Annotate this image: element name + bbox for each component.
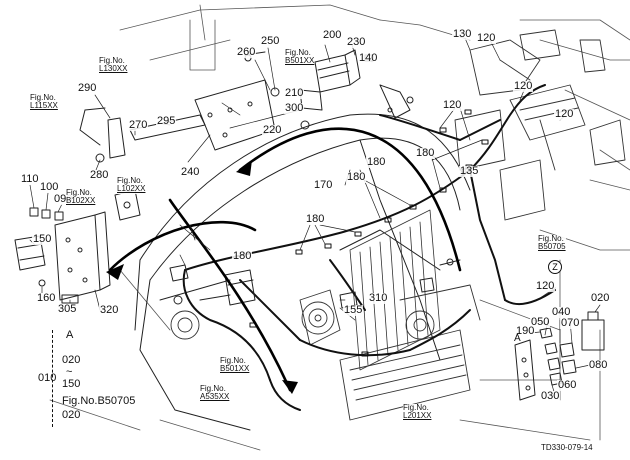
- fig-ref-a535-code: A535XX: [200, 392, 230, 402]
- fig-ref-b50705-code: B50705: [538, 242, 566, 252]
- side-note-main-value: 010: [38, 372, 57, 384]
- fig-ref-b501-bottom-code: B501XX: [220, 364, 250, 374]
- fig-ref-l115-code: L115XX: [30, 101, 58, 111]
- fig-ref-b501-top[interactable]: Fig.No. B501XX: [285, 48, 315, 66]
- hood-shell-drawing: [134, 113, 471, 431]
- fig-ref-b50705[interactable]: Fig.No. B50705: [538, 234, 566, 252]
- fig-ref-l130-head: Fig.No.: [99, 56, 125, 65]
- drawing-code: TD330-079-14: [541, 443, 593, 452]
- fig-ref-l201-head: Fig.No.: [403, 403, 429, 412]
- side-note-bottom-value: 020: [62, 409, 81, 421]
- part-label-300: 300: [284, 102, 305, 114]
- fig-ref-b102-head: Fig.No.: [66, 188, 92, 197]
- right-connectors-drawing: [514, 311, 605, 401]
- fig-ref-b102[interactable]: Fig.No. B102XX: [66, 188, 96, 206]
- left-relay-box-drawing: [14, 189, 141, 304]
- fig-ref-l102-head: Fig.No.: [117, 176, 143, 185]
- side-note-fig-text: Fig.No.B50705: [62, 395, 136, 407]
- dash-components-drawing: [454, 29, 626, 221]
- part-label-140: 140: [358, 52, 379, 64]
- cable-ties-drawing: [249, 109, 489, 357]
- fig-ref-l201[interactable]: Fig.No. L201XX: [403, 403, 432, 421]
- part-label-120-center: 120: [442, 99, 463, 111]
- part-label-295: 295: [156, 115, 177, 127]
- part-label-190: 190: [515, 325, 536, 337]
- part-label-135: 135: [459, 165, 480, 177]
- part-label-120-upper-right: 120: [513, 80, 534, 92]
- fig-ref-l102-code: L102XX: [117, 184, 146, 194]
- part-label-170: 170: [313, 179, 334, 191]
- part-label-020: 020: [590, 292, 611, 304]
- part-label-320: 320: [99, 304, 120, 316]
- part-label-180-left: 180: [232, 250, 253, 262]
- fig-ref-l130[interactable]: Fig.No. L130XX: [99, 56, 128, 74]
- part-label-230: 230: [346, 36, 367, 48]
- fig-ref-l201-code: L201XX: [403, 411, 432, 421]
- tractor-frame-drawing: [49, 4, 630, 451]
- part-label-100: 100: [39, 181, 60, 193]
- part-label-180-center: 180: [305, 213, 326, 225]
- part-label-180-hood: 180: [346, 171, 367, 183]
- arrow-heads: [106, 160, 298, 394]
- part-label-200: 200: [322, 29, 343, 41]
- part-label-120-lower: 120: [535, 280, 556, 292]
- part-label-030: 030: [540, 390, 561, 402]
- part-label-080: 080: [588, 359, 609, 371]
- engine-block-drawing: [170, 284, 481, 421]
- side-note-top-value: 020: [62, 354, 81, 366]
- part-label-290: 290: [77, 82, 98, 94]
- part-label-280: 280: [89, 169, 110, 181]
- fig-ref-l130-code: L130XX: [99, 64, 128, 74]
- part-label-060: 060: [557, 379, 578, 391]
- part-label-040: 040: [551, 306, 572, 318]
- fig-ref-b102-code: B102XX: [66, 196, 96, 206]
- fig-ref-a535-head: Fig.No.: [200, 384, 226, 393]
- part-label-110: 110: [20, 173, 40, 185]
- side-note-range-end: 150: [62, 378, 81, 390]
- part-label-050: 050: [530, 316, 551, 328]
- part-label-090: 090: [53, 193, 74, 205]
- callout-arrows: [108, 127, 462, 392]
- part-label-240: 240: [180, 166, 201, 178]
- part-label-155: 155: [343, 304, 364, 316]
- part-label-120-top: 120: [476, 32, 497, 44]
- fig-ref-l115[interactable]: Fig.No. L115XX: [30, 93, 58, 111]
- side-note-marker: A: [66, 329, 74, 341]
- part-label-250: 250: [260, 35, 281, 47]
- part-label-210: 210: [284, 87, 305, 99]
- fig-ref-b501-top-head: Fig.No.: [285, 48, 311, 57]
- fig-ref-l102[interactable]: Fig.No. L102XX: [117, 176, 146, 194]
- part-label-070: 070: [560, 317, 581, 329]
- part-label-305: 305: [57, 303, 78, 315]
- part-label-180-right: 180: [415, 147, 436, 159]
- part-label-310: 310: [368, 292, 389, 304]
- part-label-260: 260: [236, 46, 257, 58]
- fig-ref-l115-head: Fig.No.: [30, 93, 56, 102]
- view-marker-a: A: [514, 333, 521, 344]
- view-marker-z: Z: [548, 260, 562, 274]
- fig-ref-b501-top-code: B501XX: [285, 56, 315, 66]
- side-note-tilde: ~: [66, 366, 73, 378]
- part-label-180-mid: 180: [366, 156, 387, 168]
- front-lamp-drawing: [169, 264, 256, 306]
- fig-ref-a535[interactable]: Fig.No. A535XX: [200, 384, 230, 402]
- part-label-220: 220: [262, 124, 283, 136]
- part-label-130: 130: [452, 28, 473, 40]
- part-label-150: 150: [32, 233, 53, 245]
- part-label-120-right: 120: [554, 108, 575, 120]
- relay-cluster-drawing: [299, 49, 414, 119]
- fig-ref-b50705-head: Fig.No.: [538, 234, 564, 243]
- part-label-160: 160: [36, 292, 57, 304]
- fig-ref-b501-bottom-head: Fig.No.: [220, 356, 246, 365]
- fig-ref-b501-bottom[interactable]: Fig.No. B501XX: [220, 356, 250, 374]
- part-label-270: 270: [128, 119, 149, 131]
- side-note-bracket: [52, 330, 61, 427]
